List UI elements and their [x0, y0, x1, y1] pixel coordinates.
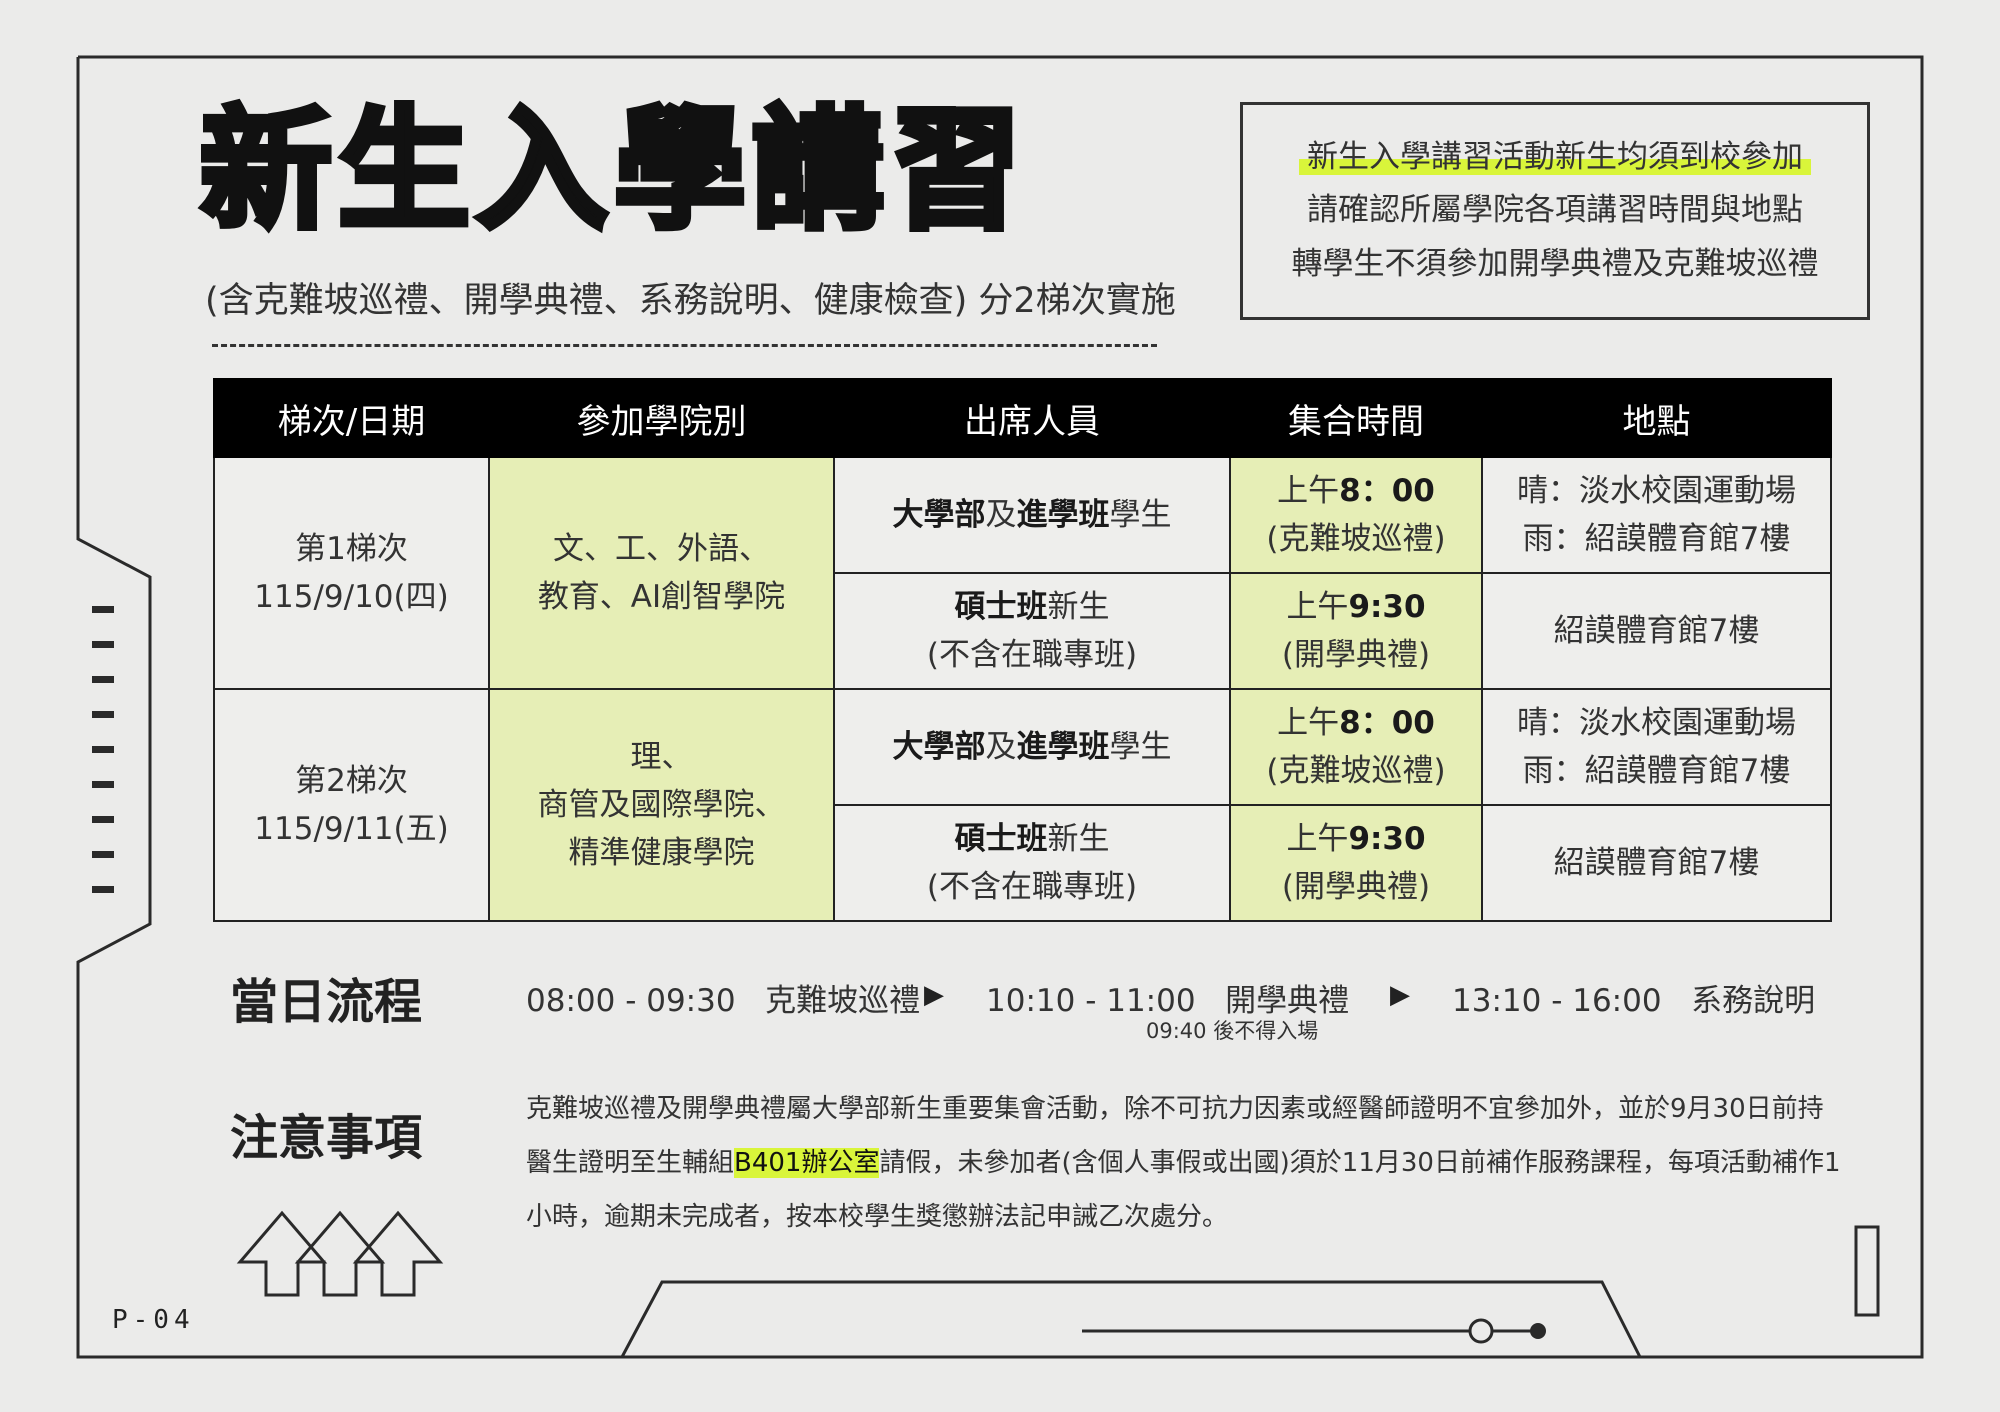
batch-date: 115/9/10(四): [254, 579, 449, 615]
notes-heading: 注意事項: [230, 1110, 423, 1166]
venue-cell: 紹謨體育館7樓: [1481, 804, 1832, 922]
column-header: 參加學院別: [488, 378, 835, 458]
batch-cell: 第1梯次 115/9/10(四): [213, 456, 490, 690]
page-number: P-04: [112, 1305, 195, 1335]
column-header: 出席人員: [833, 378, 1231, 458]
column-header: 地點: [1481, 378, 1832, 458]
up-arrows-icon: [236, 1210, 444, 1297]
column-header: 梯次/日期: [213, 378, 490, 458]
time-cell: 上午9:30 (開學典禮): [1229, 804, 1483, 922]
time-cell: 上午9:30 (開學典禮): [1229, 572, 1483, 690]
page-title: 新生入學講習: [197, 94, 1028, 248]
batch-label: 第2梯次: [295, 762, 408, 799]
college-cell: 文、工、外語、 教育、AI創智學院: [488, 456, 835, 690]
time-cell: 上午8：00 (克難坡巡禮): [1229, 456, 1483, 574]
entry-cutoff-note: 09:40 後不得入場: [1146, 1019, 1319, 1043]
table-row: 第2梯次 115/9/11(五) 理、 商管及國際學院、 精準健康學院 大學部及…: [213, 688, 1832, 922]
page-subtitle: (含克難坡巡禮、開學典禮、系務說明、健康檢查) 分2梯次實施: [205, 281, 1176, 321]
notice-line-1: 新生入學講習活動新生均須到校參加: [1299, 139, 1811, 176]
venue-cell: 紹謨體育館7樓: [1481, 572, 1832, 690]
attendee-cell: 大學部及進學班學生: [833, 688, 1231, 806]
office-highlight: B401辦公室: [734, 1148, 880, 1178]
batch-date: 115/9/11(五): [254, 811, 449, 847]
flow-item-3: 13:10 - 16:00 系務說明: [1452, 983, 1816, 1019]
flow-item-2: 10:10 - 11:00 開學典禮: [986, 983, 1350, 1019]
play-arrow-icon: ▶: [924, 980, 944, 1010]
attendee-cell: 碩士班新生 (不含在職專班): [833, 572, 1231, 690]
batch-label: 第1梯次: [295, 530, 408, 567]
table-row: 碩士班新生 (不含在職專班) 上午9:30 (開學典禮) 紹謨體育館7樓: [214, 572, 1832, 690]
time-cell: 上午8：00 (克難坡巡禮): [1229, 688, 1483, 806]
batch-cell: 第2梯次 115/9/11(五): [213, 688, 490, 922]
venue-cell: 晴：淡水校園運動場 雨：紹謨體育館7樓: [1481, 456, 1832, 574]
flow-item-1: 08:00 - 09:30 克難坡巡禮: [526, 983, 921, 1019]
college-cell: 理、 商管及國際學院、 精準健康學院: [488, 688, 835, 922]
notes-paragraph: 克難坡巡禮及開學典禮屬大學部新生重要集會活動，除不可抗力因素或經醫師證明不宜參加…: [526, 1094, 1841, 1232]
notice-line-3: 轉學生不須參加開學典禮及克難坡巡禮: [1291, 245, 1819, 282]
table-row: 碩士班新生 (不含在職專班) 上午9:30 (開學典禮) 紹謨體育館7樓: [214, 804, 1832, 922]
schedule-table: 梯次/日期 參加學院別 出席人員 集合時間 地點 第1梯次 115/9/10(四…: [213, 378, 1832, 922]
table-row: 第1梯次 115/9/10(四) 文、工、外語、 教育、AI創智學院 大學部及進…: [213, 456, 1832, 690]
dashed-divider: [212, 344, 1157, 347]
attendee-cell: 大學部及進學班學生: [833, 456, 1231, 574]
table-header-row: 梯次/日期 參加學院別 出席人員 集合時間 地點: [213, 378, 1832, 458]
notice-box: 新生入學講習活動新生均須到校參加 請確認所屬學院各項講習時間與地點 轉學生不須參…: [1240, 102, 1870, 320]
flow-heading: 當日流程: [230, 974, 423, 1030]
venue-cell: 晴：淡水校園運動場 雨：紹謨體育館7樓: [1481, 688, 1832, 806]
attendee-cell: 碩士班新生 (不含在職專班): [833, 804, 1231, 922]
play-arrow-icon: ▶: [1390, 980, 1410, 1010]
notice-line-2: 請確認所屬學院各項講習時間與地點: [1307, 192, 1803, 229]
column-header: 集合時間: [1229, 378, 1483, 458]
